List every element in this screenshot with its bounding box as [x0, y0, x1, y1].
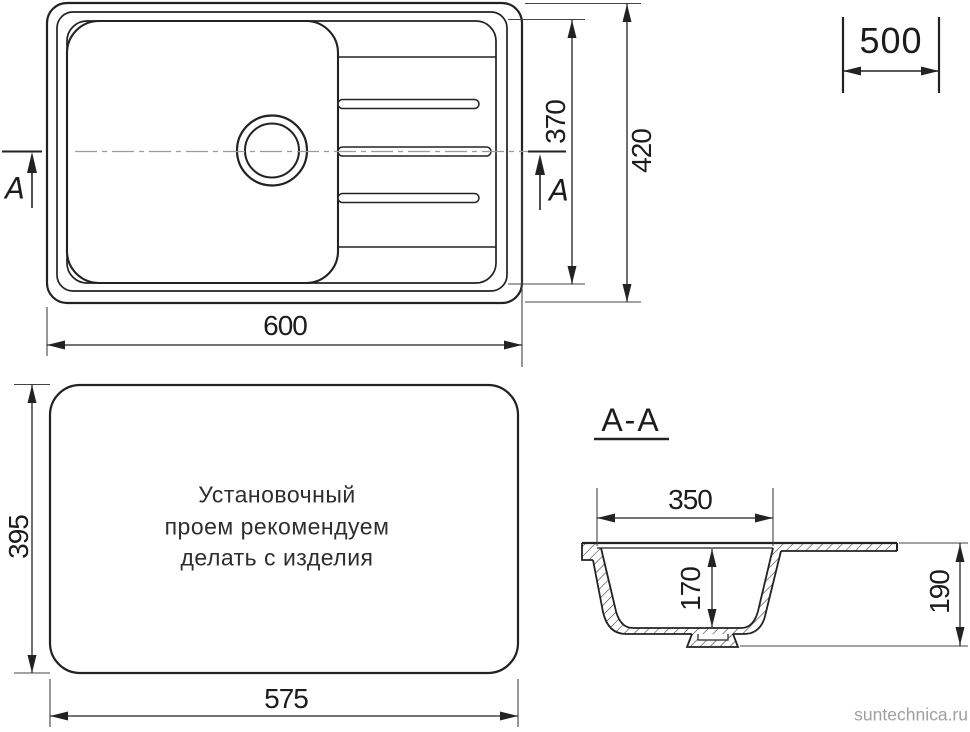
cutout-note-line1: Установочный	[198, 481, 356, 508]
dim-overall-width: 600	[263, 310, 308, 341]
section-cut-line	[2, 150, 566, 210]
dim-overall-height: 190	[924, 570, 955, 614]
section-arrow-left-icon	[27, 152, 37, 173]
dim-bowl-top-width: 350	[668, 484, 713, 515]
cutout-outline	[48, 383, 520, 675]
dim-cabinet-width: 500	[859, 20, 923, 61]
section-bowl-cavity	[601, 548, 773, 628]
drainboard	[337, 56, 496, 248]
dim-420-lines	[525, 2, 641, 303]
section-arrow-right-icon	[535, 154, 545, 175]
dim-bowl-field-depth: 370	[540, 100, 571, 144]
cutout-note-line2: проем рекомендуем	[164, 513, 390, 540]
drainboard-rib	[337, 192, 480, 204]
section-label-left: A	[5, 171, 25, 206]
dim-cutout-depth: 395	[3, 515, 34, 559]
drain-hole	[235, 114, 309, 187]
dim-350-lines	[596, 488, 774, 546]
dim-overall-depth: 420	[626, 129, 657, 173]
dim-370-lines	[508, 18, 585, 285]
section-label-right: A	[549, 173, 569, 208]
section-title: A-A	[601, 402, 661, 438]
dim-575-lines	[49, 679, 519, 727]
section-outlines	[581, 541, 898, 648]
dim-600-lines	[46, 155, 523, 367]
dim-bowl-depth: 170	[675, 567, 706, 611]
drainboard-rib	[337, 98, 480, 110]
cutout-note-line3: делать с изделия	[180, 544, 374, 571]
watermark: suntechnica.ru	[854, 704, 968, 725]
dim-cutout-width: 575	[264, 683, 309, 714]
